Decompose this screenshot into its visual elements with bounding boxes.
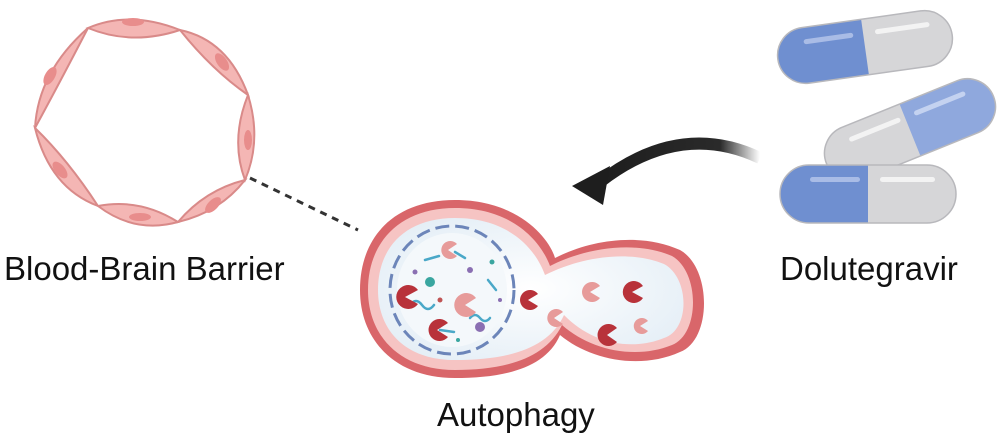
curved-arrow-icon (572, 137, 763, 205)
autophagy-label: Autophagy (437, 396, 595, 433)
autophagosome-lysosome-fusion-icon (360, 200, 704, 378)
endothelial-cell-ring-icon (33, 18, 256, 227)
blood-brain-barrier-label: Blood-Brain Barrier (4, 250, 285, 287)
dashed-connector (249, 176, 359, 232)
cell-nuclei (43, 18, 252, 221)
capsule-pills-icon (776, 9, 997, 224)
dolutegravir-label: Dolutegravir (780, 250, 958, 287)
